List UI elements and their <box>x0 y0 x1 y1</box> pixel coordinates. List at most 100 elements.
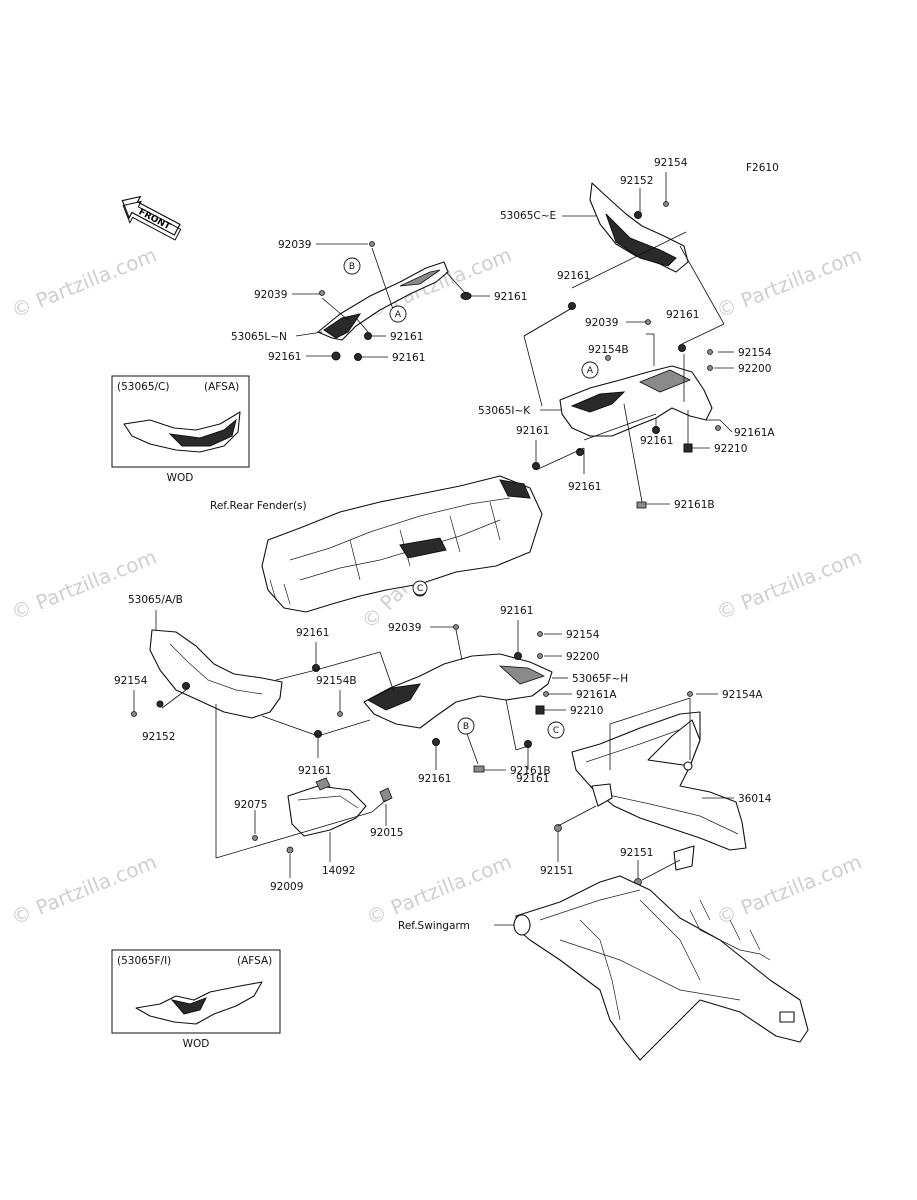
nut-92210-lower <box>535 705 545 715</box>
grommet-92161-lower-c <box>432 738 440 746</box>
label-92200-lower: 92200 <box>566 651 599 663</box>
label-92154A: 92154A <box>722 689 763 701</box>
screw-92154-lower-l <box>131 711 137 717</box>
grommet-92161-tl-a <box>364 332 372 340</box>
watermark-3: © Partzilla.com <box>713 243 865 323</box>
leader-lines <box>133 172 734 926</box>
bolt-92039-lower <box>453 624 459 630</box>
washer-92152-lower-l <box>156 700 164 708</box>
label-92154-lower-r: 92154 <box>566 629 600 641</box>
tool-case-14092 <box>252 777 393 854</box>
label-92161-lower-r: 92161 <box>500 605 533 617</box>
label-92161B-upper: 92161B <box>674 499 715 511</box>
part-labels: 92154 92152 53065C~E 92161 92039 92161 9… <box>114 157 775 932</box>
label-92154B-lower: 92154B <box>316 675 357 687</box>
label-92154B-upper: 92154B <box>588 344 629 356</box>
label-92039-tl: 92039 <box>278 239 311 251</box>
inset-top-color: WOD <box>167 472 194 484</box>
screw-92154B-lower <box>337 711 343 717</box>
bolt-92151-a <box>554 824 562 832</box>
bolt-92075 <box>252 835 258 841</box>
label-92210-upper: 92210 <box>714 443 747 455</box>
watermark-6: © Partzilla.com <box>713 545 865 625</box>
inset-bottom: (53065F/I) (AFSA) WOD <box>111 949 281 1050</box>
grommet-92161-mid1 <box>532 462 540 470</box>
label-92009: 92009 <box>270 881 303 893</box>
grommet-92152-lower <box>182 682 190 690</box>
rear-fender-ref <box>261 475 543 613</box>
label-53065I-K: 53065I~K <box>478 405 531 417</box>
screw-92154-top <box>663 201 669 207</box>
inset-bottom-color: WOD <box>183 1038 210 1050</box>
swingarm-ref <box>513 875 809 1061</box>
label-92161-tl-a: 92161 <box>390 331 423 343</box>
grommet-92161-upper <box>568 302 576 310</box>
label-92161-lower-cr: 92161 <box>516 773 549 785</box>
callout-a-top <box>389 305 407 323</box>
label-92039-tl2: 92039 <box>254 289 287 301</box>
label-14092: 14092 <box>322 865 355 877</box>
inset-top-code: (53065/C) <box>117 381 169 393</box>
label-53065F-H: 53065F~H <box>572 673 628 685</box>
label-92161-mid2: 92161 <box>568 481 601 493</box>
callout-b-top <box>343 257 361 275</box>
cover-53065-A-B <box>131 629 343 738</box>
watermark-9: © Partzilla.com <box>713 850 865 930</box>
inset-top-note: (AFSA) <box>204 381 239 393</box>
bolt-92039-upper-r <box>645 319 651 325</box>
cover-53065C-E <box>589 182 689 273</box>
watermark-7: © Partzilla.com <box>8 850 160 930</box>
grommet-92161-lower-cr <box>524 740 532 748</box>
grommet-92161-tl-c <box>354 353 362 361</box>
label-92161A-upper: 92161A <box>734 427 775 439</box>
front-arrow-icon: FRONT <box>121 195 182 241</box>
label-92161-lower-bl: 92161 <box>298 765 331 777</box>
label-92200-upper: 92200 <box>738 363 771 375</box>
label-92161-tl-c: 92161 <box>392 352 425 364</box>
grommet-92152-top <box>634 211 642 219</box>
bolt-92039-tl2 <box>319 290 325 296</box>
grommet-92161-upper-r <box>678 344 686 352</box>
label-92154-lower-l: 92154 <box>114 675 148 687</box>
grommet-92161-lower-r <box>514 652 522 660</box>
callout-b-lower-label: B <box>463 722 469 732</box>
label-53065-A-B: 53065/A/B <box>128 594 183 606</box>
screw-92154-lower-r <box>537 631 543 637</box>
callout-c-fender-label: C <box>417 584 423 594</box>
inset-top: (53065/C) (AFSA) WOD <box>111 375 250 484</box>
label-92161-upper: 92161 <box>557 270 590 282</box>
callout-b-lower <box>457 717 475 735</box>
callout-c-fender <box>412 580 428 596</box>
watermark-2: © Partzilla.com <box>363 243 515 323</box>
inset-bottom-code: (53065F/I) <box>117 955 171 967</box>
pad-92161B-lower <box>473 765 485 773</box>
chain-guard-36014 <box>554 691 747 886</box>
nut-92210-upper <box>683 443 693 453</box>
label-92161-lower-l: 92161 <box>296 627 329 639</box>
cover-53065F-H <box>363 624 553 773</box>
washer-92200-upper <box>707 365 713 371</box>
cover-53065L-N <box>317 241 472 361</box>
label-92151-a: 92151 <box>540 865 573 877</box>
label-92161-mid1: 92161 <box>516 425 549 437</box>
screw-92154-upper-r <box>707 349 713 355</box>
label-92151-b: 92151 <box>620 847 653 859</box>
label-ref-swingarm: Ref.Swingarm <box>398 920 470 932</box>
callout-a-mid <box>581 361 599 379</box>
bolt-92009 <box>286 846 294 854</box>
label-92161-upper-r: 92161 <box>666 309 699 321</box>
bolt-92039-tl <box>369 241 375 247</box>
label-92161-tl-b: 92161 <box>268 351 301 363</box>
watermark-8: © Partzilla.com <box>363 850 515 930</box>
clip-92161A-lower <box>543 691 549 697</box>
label-92161-tl-r: 92161 <box>494 291 527 303</box>
clip-92161A-upper <box>715 425 721 431</box>
watermark-1: © Partzilla.com <box>8 243 160 323</box>
label-92161B-lower: 92161B <box>510 765 551 777</box>
callout-a-top-label: A <box>395 310 402 320</box>
label-92039-upper-r: 92039 <box>585 317 618 329</box>
label-53065L-N: 53065L~N <box>231 331 287 343</box>
callout-c-lower <box>547 721 565 739</box>
grommet-92161-tl-b <box>331 351 341 361</box>
